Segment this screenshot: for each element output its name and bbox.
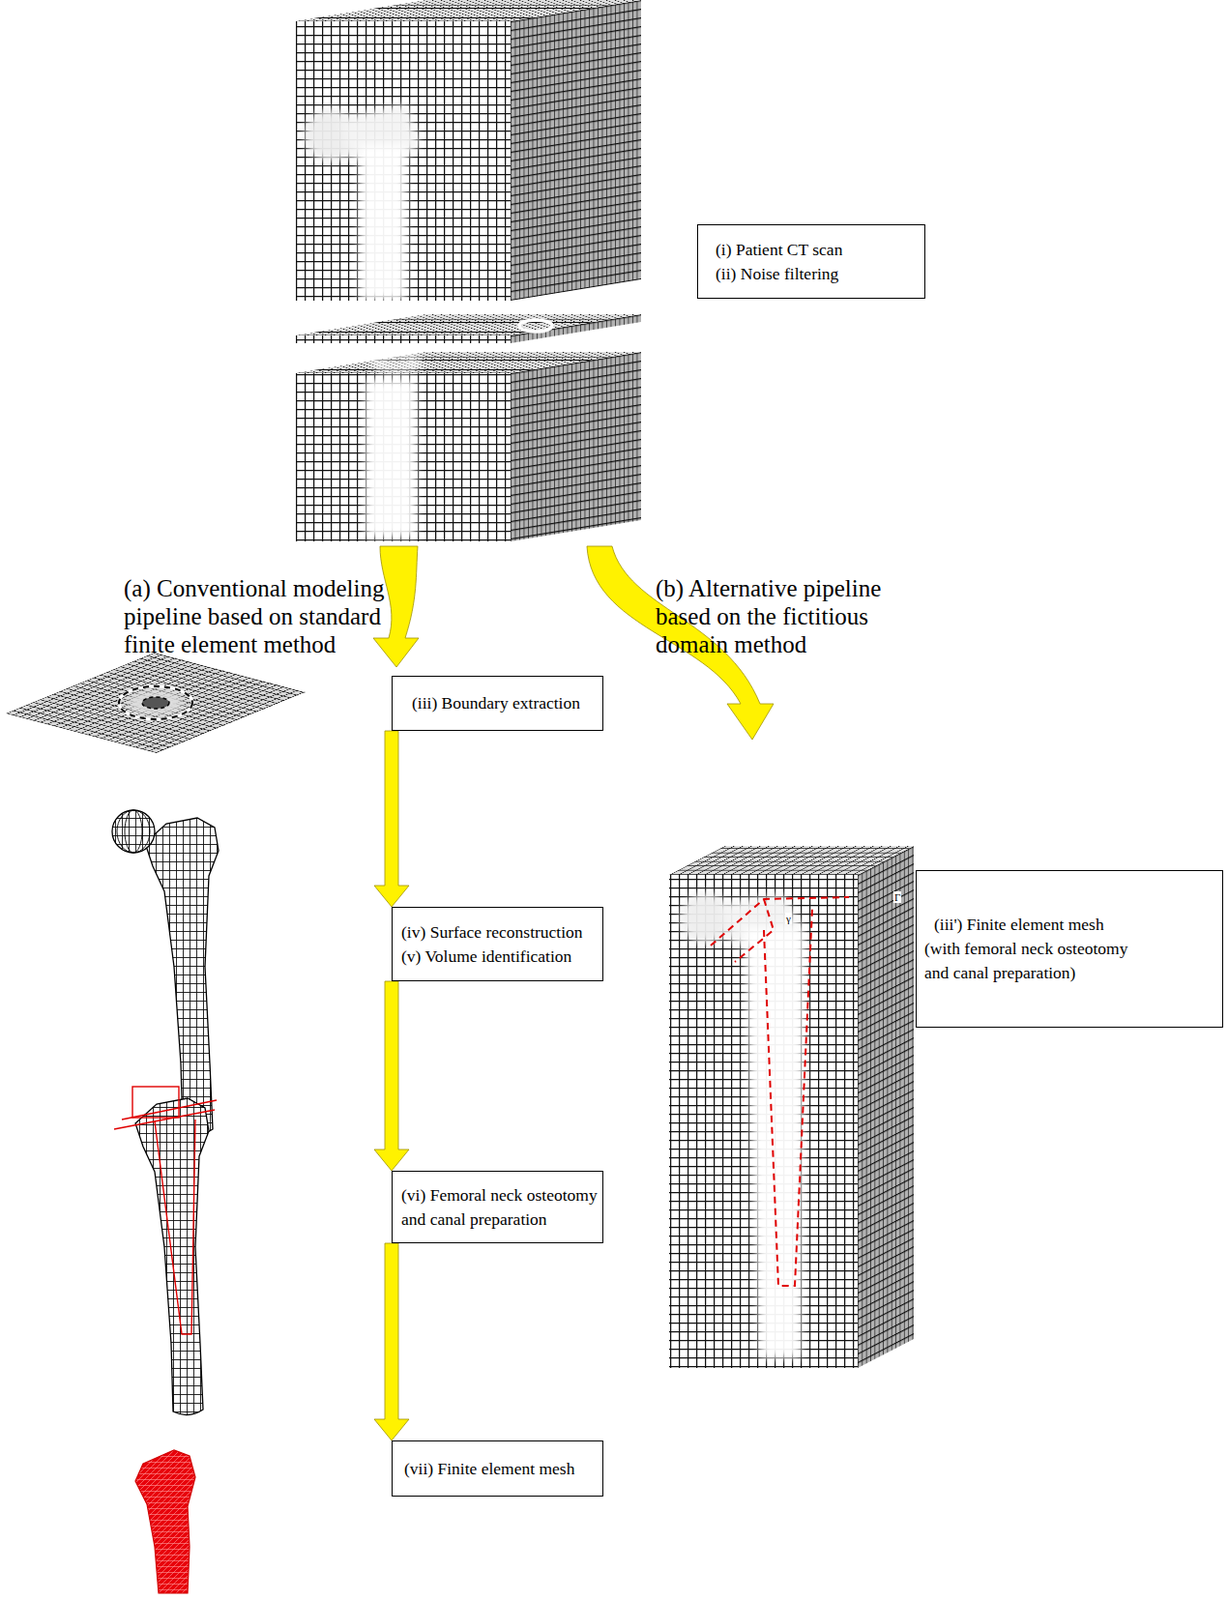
- ct-volume-top: [295, 0, 642, 301]
- pipeline-arrow: [374, 981, 410, 1171]
- pipeline-label: (a) Conventional modeling pipeline based…: [123, 574, 403, 659]
- process-box: (vii) Finite element mesh: [391, 1440, 604, 1497]
- box-text: (ii) Noise filtering: [715, 262, 919, 287]
- box-text: (i) Patient CT scan: [715, 237, 919, 263]
- ct-volume-bottom: [295, 351, 642, 542]
- femur-osteotomy: [114, 1086, 217, 1416]
- pipeline-label: (b) Alternative pipeline based on the fi…: [655, 574, 935, 659]
- box-text: (iv) Surface reconstruction: [401, 920, 599, 945]
- box-text: (v) Volume identification: [401, 944, 599, 969]
- boundary-symbol: γ: [785, 912, 792, 925]
- pipeline-arrow: [374, 730, 410, 907]
- pipeline-arrow: [374, 1243, 410, 1441]
- boundary-symbol: Γ: [893, 891, 902, 904]
- femur-surface: [112, 810, 219, 1136]
- fictitious-domain-cube: [669, 846, 914, 1369]
- boundary-slice: [5, 652, 306, 754]
- process-box: (iv) Surface reconstruction(v) Volume id…: [391, 906, 604, 982]
- process-box: (iii) Boundary extraction: [391, 675, 604, 731]
- process-box: (vi) Femoral neck osteotomy and canal pr…: [391, 1170, 604, 1244]
- box-text: (with femoral neck osteotomy and canal p…: [924, 936, 1136, 986]
- process-box: (iii') Finite element mesh(with femoral …: [915, 870, 1224, 1028]
- box-text: (vii) Finite element mesh: [404, 1457, 599, 1482]
- box-text: (vi) Femoral neck osteotomy and canal pr…: [401, 1183, 599, 1232]
- process-box: (i) Patient CT scan(ii) Noise filtering: [697, 224, 926, 299]
- box-text: (iii) Boundary extraction: [411, 691, 597, 716]
- box-text: (iii') Finite element mesh: [924, 912, 1215, 937]
- femur-mesh: [135, 1450, 196, 1594]
- ct-slice: [295, 314, 642, 344]
